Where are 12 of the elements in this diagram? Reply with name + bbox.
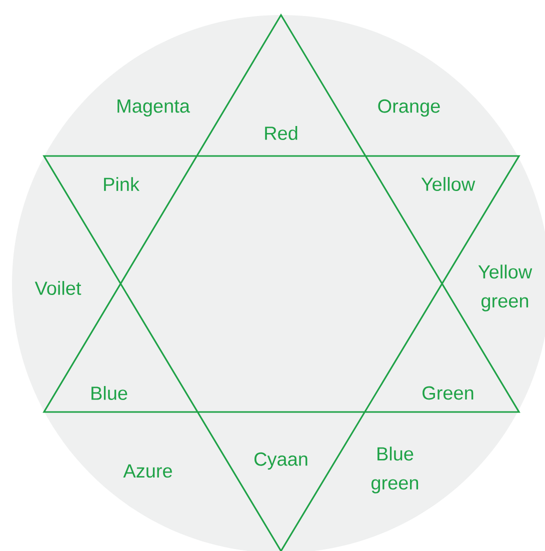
color-label: Orange <box>378 99 440 117</box>
color-label: Voilet <box>34 281 82 295</box>
color-label: Green <box>422 386 474 400</box>
color-label: Yellow green <box>478 264 532 312</box>
color-label: Azure <box>123 464 172 478</box>
color-label: Blue green <box>372 446 418 494</box>
color-label: Blue <box>92 386 128 400</box>
color-label: Pink <box>104 177 140 191</box>
color-label: Cyaan <box>254 452 308 470</box>
color-label: Magenta <box>118 100 190 116</box>
color-label: Yellow <box>421 177 476 191</box>
color-label: Red <box>265 126 298 140</box>
